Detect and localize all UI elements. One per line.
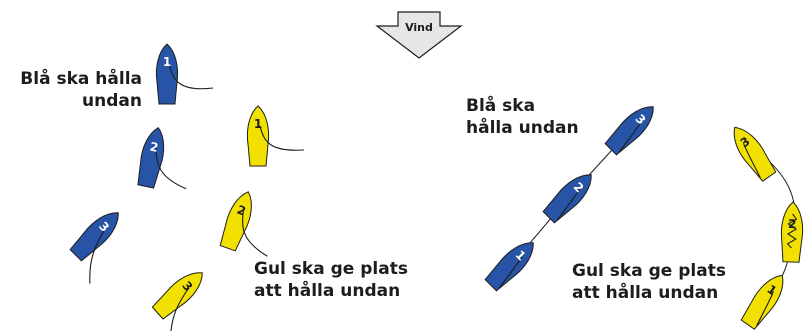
wind-arrow-shape (375, 11, 463, 59)
boat-sail (498, 256, 523, 289)
caption-line: hålla undan (466, 118, 579, 138)
left-yellow-caption: Gul ska ge plats att hålla undan (254, 258, 454, 302)
caption-line: undan (82, 91, 142, 111)
caption-line: Blå ska (466, 96, 536, 116)
left-yellow-boat-1: 1 (246, 105, 305, 167)
right-blue-boat-1: 1 (482, 234, 542, 294)
boat-sail (618, 120, 643, 153)
caption-line: att hålla undan (572, 283, 719, 303)
caption-line: Gul ska ge plats (254, 259, 408, 279)
boat-sail (556, 188, 581, 221)
boat-number: 2 (149, 140, 160, 155)
caption-line: Gul ska ge plats (572, 261, 726, 281)
boat-number: 1 (163, 55, 171, 69)
boat-sail-luffing (786, 213, 798, 249)
left-blue-boat-3: 3 (67, 204, 127, 284)
right-yellow-caption: Gul ska ge plats att hålla undan (572, 260, 772, 304)
right-yellow-boat-1: 1 (738, 268, 792, 331)
caption-line: Blå ska hålla (20, 69, 142, 89)
boat-sail (259, 125, 305, 151)
boat-number: 1 (254, 117, 262, 131)
caption-line: att hålla undan (254, 281, 401, 301)
right-yellow-boat-2: 2 (779, 201, 804, 263)
boat-sail (168, 63, 214, 90)
right-yellow-boat-3: 3 (725, 120, 779, 184)
boat-sail (756, 291, 775, 327)
boat-number: 2 (788, 217, 797, 231)
wind-label: Vind (405, 21, 433, 34)
boat-sail (742, 143, 761, 179)
wind-arrow: Vind (375, 11, 463, 59)
left-blue-boat-1: 1 (155, 43, 214, 105)
left-yellow-boat-3: 3 (150, 264, 210, 331)
right-blue-caption: Blå ska hålla undan (466, 95, 606, 139)
boat-sail (155, 147, 187, 190)
left-yellow-boat-2: 2 (217, 187, 268, 257)
boat-sail (169, 287, 190, 331)
left-blue-caption: Blå ska hålla undan (6, 68, 142, 112)
boat-sail (242, 211, 268, 257)
boat-sail (89, 228, 106, 284)
left-blue-boat-2: 2 (134, 124, 187, 190)
right-blue-boat-2: 2 (540, 166, 600, 226)
right-blue-boat-3: 3 (602, 98, 662, 158)
